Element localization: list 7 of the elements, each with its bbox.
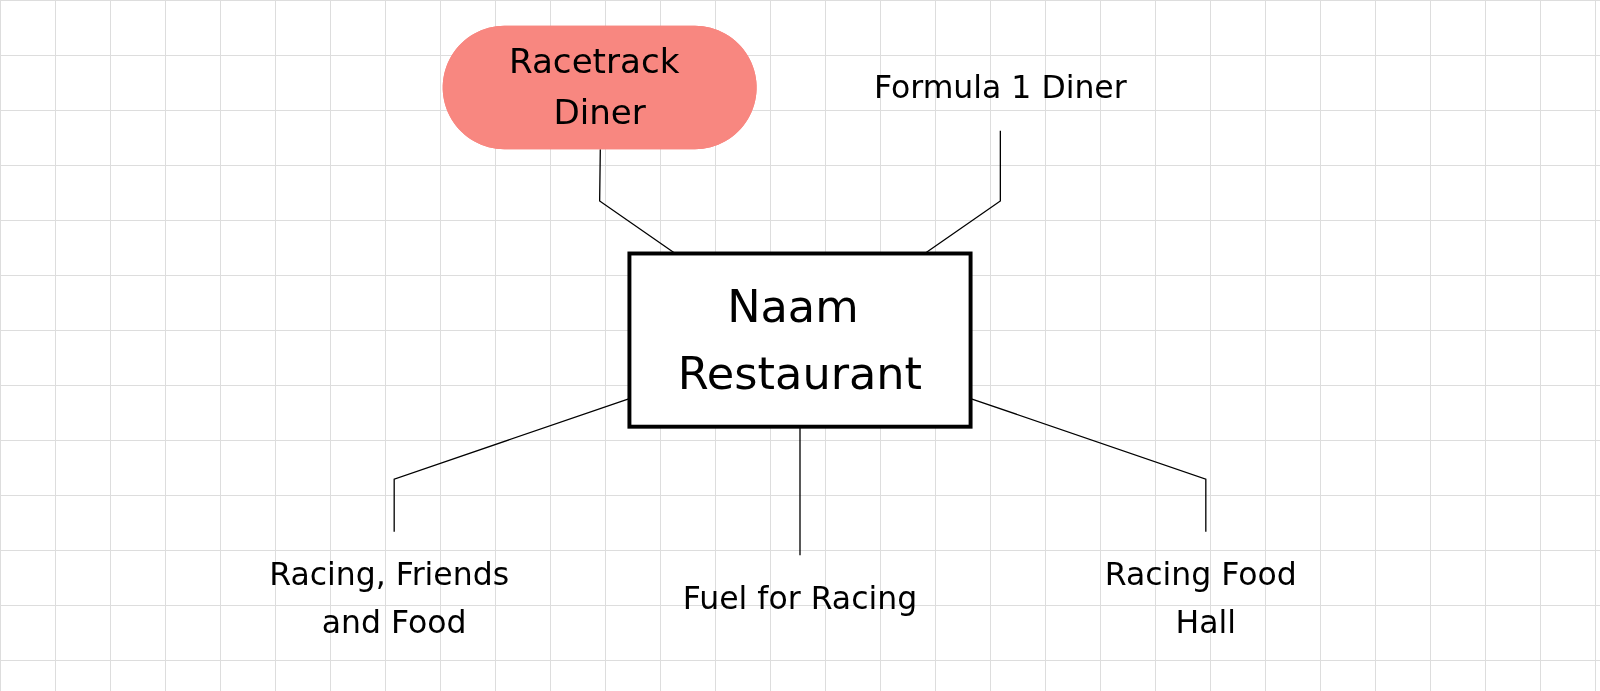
connector [599, 148, 676, 254]
node-text: Fuel for Racing [682, 579, 918, 617]
node-text: Racing Food Hall [1104, 556, 1297, 641]
node-box: Naam Restaurant [627, 251, 973, 429]
node-text: Formula 1 Diner [874, 68, 1127, 106]
connector [924, 129, 1001, 254]
node-text: Racing, Friends and Food [269, 556, 510, 641]
